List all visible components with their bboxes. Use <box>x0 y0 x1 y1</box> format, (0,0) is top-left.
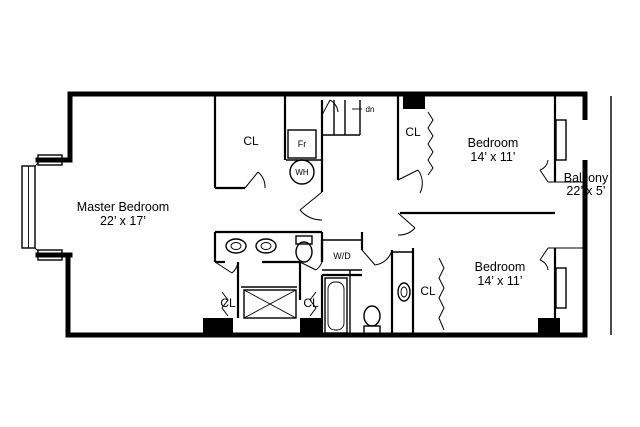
columns <box>203 94 560 335</box>
balcony-label: Balcony <box>564 171 609 185</box>
shower <box>243 289 297 319</box>
doors <box>214 99 549 274</box>
bathtub <box>324 277 348 334</box>
double-sink <box>225 238 277 254</box>
closet-label-bath-left: CL <box>220 296 236 310</box>
closet-label-upper-bedroom: CL <box>405 125 421 139</box>
bedroom-lower-label: Bedroom <box>475 260 526 274</box>
balcony-dims: 22’ x 5’ <box>566 184 605 198</box>
bath-sink-lower <box>397 282 411 302</box>
water-heater-label: WH <box>295 168 309 177</box>
bedroom-upper-dims: 14’ x 11’ <box>470 150 515 164</box>
closet-label-lower-bedroom: CL <box>420 284 436 298</box>
exterior-walls <box>35 91 588 338</box>
toilet-hall <box>363 305 381 335</box>
bay-window <box>21 154 63 261</box>
water-heater-icon <box>289 159 315 185</box>
interior-walls <box>213 94 557 335</box>
master-bedroom-label: Master Bedroom <box>77 200 169 214</box>
exterior-openings <box>548 119 592 309</box>
closet-label-bath-mid: CL <box>303 296 319 310</box>
bifold-doors <box>221 111 445 331</box>
closet-label-top: CL <box>243 134 259 148</box>
bedroom-upper-label: Bedroom <box>468 136 519 150</box>
washer-dryer-label: W/D <box>333 251 351 261</box>
stairs-down-label: dn <box>366 105 375 114</box>
toilet-master <box>295 235 313 263</box>
fridge-label: Fr <box>298 139 307 149</box>
master-bedroom-dims: 22’ x 17’ <box>100 214 146 228</box>
bedroom-lower-dims: 14’ x 11’ <box>477 274 522 288</box>
